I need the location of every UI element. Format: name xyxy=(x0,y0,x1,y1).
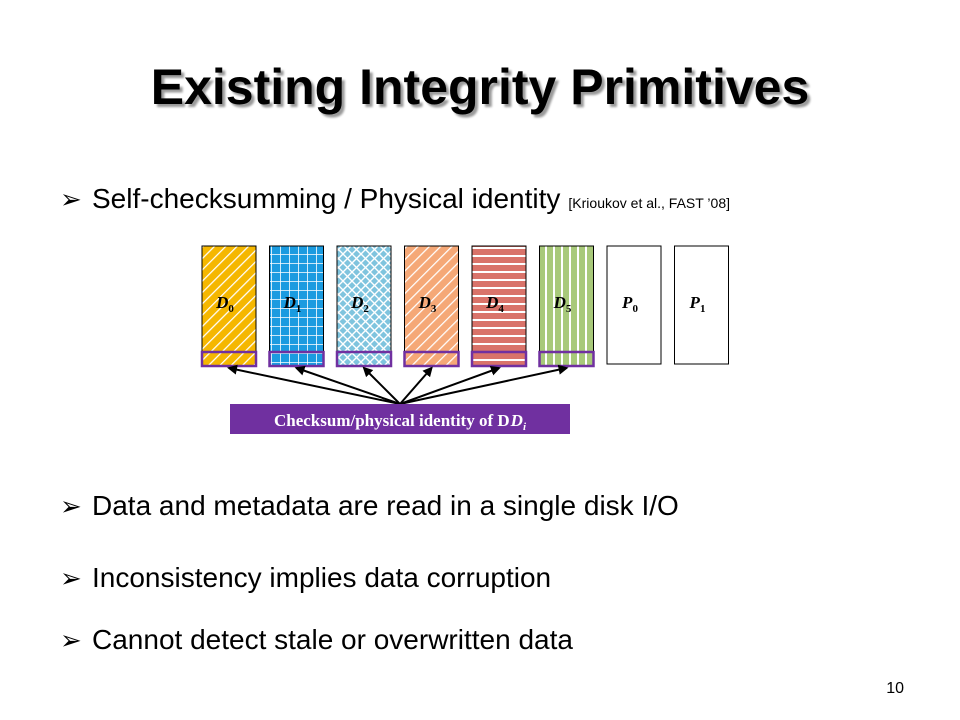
caption-text: Checksum/physical identity of DDi xyxy=(274,411,527,433)
block-label: D2 xyxy=(350,293,369,315)
checksum-area xyxy=(403,350,460,368)
bullet-text: Data and metadata are read in a single d… xyxy=(92,490,679,521)
block-label: D0 xyxy=(215,293,234,315)
block-d3: D3 xyxy=(403,245,460,368)
block-label: P1 xyxy=(689,293,706,315)
block-d1: D1 xyxy=(268,245,325,368)
checksum-area xyxy=(470,350,528,368)
pointer-arrow xyxy=(227,364,401,405)
block-label: D5 xyxy=(553,293,572,315)
bullet-cannot-detect: ➢ Cannot detect stale or overwritten data xyxy=(60,624,573,656)
block-label: P0 xyxy=(621,293,638,315)
block-d0: D0 xyxy=(200,245,258,368)
checksum-area xyxy=(538,350,595,368)
block-label: D1 xyxy=(283,293,302,315)
block-label: D3 xyxy=(418,293,437,315)
checksum-area xyxy=(268,350,325,368)
page-number: 10 xyxy=(886,680,904,697)
block-d4: D4 xyxy=(470,245,528,368)
bullet-text: Self-checksumming / Physical identity xyxy=(92,183,561,214)
checksum-area xyxy=(200,350,258,368)
citation: [Krioukov et al., FAST ’08] xyxy=(568,195,731,211)
pointer-arrow xyxy=(294,365,401,405)
slide-title: Existing Integrity Primitives xyxy=(150,59,810,115)
raid-stripe-diagram: D0 D1 D2 D3 D4 D5 P0 P1 Checksum/physical ident… xyxy=(200,245,729,434)
arrow-bullet-icon: ➢ xyxy=(60,564,82,594)
caption-box: Checksum/physical identity of DDi xyxy=(230,404,570,434)
pointer-arrow xyxy=(399,364,569,405)
bullet-text: Cannot detect stale or overwritten data xyxy=(92,624,573,655)
bullet-inconsistency: ➢ Inconsistency implies data corruption xyxy=(60,562,551,594)
block-p1: P1 xyxy=(674,245,729,365)
bullet-single-io: ➢ Data and metadata are read in a single … xyxy=(60,490,679,522)
pointer-arrow xyxy=(362,366,401,405)
block-label: D4 xyxy=(485,293,504,315)
block-d2: D2 xyxy=(335,245,393,368)
arrow-bullet-icon: ➢ xyxy=(60,626,82,656)
bullet-text: Inconsistency implies data corruption xyxy=(92,562,552,593)
pointer-arrow xyxy=(399,366,501,405)
pointer-arrow xyxy=(399,366,433,405)
arrow-bullet-icon: ➢ xyxy=(60,185,82,215)
block-d5: D5 xyxy=(538,245,595,368)
arrow-bullet-icon: ➢ xyxy=(60,492,82,522)
bullet-self-checksumming: ➢ Self-checksumming / Physical identity [K… xyxy=(60,183,730,215)
checksum-area xyxy=(335,350,393,368)
block-p0: P0 xyxy=(606,245,662,365)
